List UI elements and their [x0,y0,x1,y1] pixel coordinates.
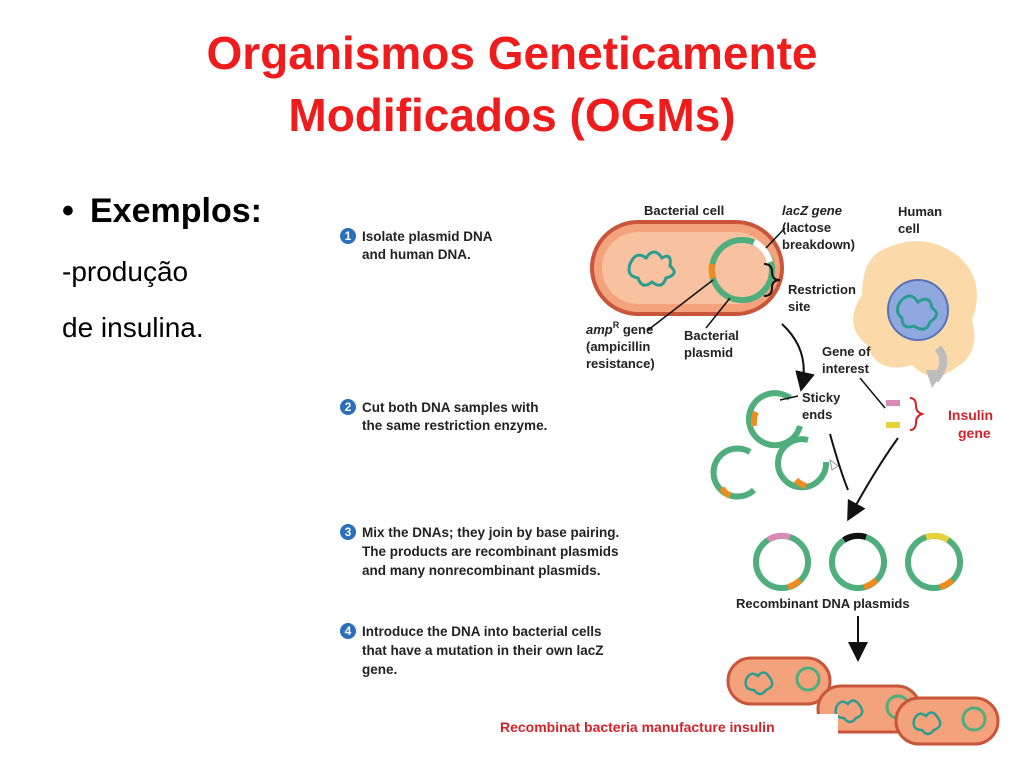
label-bacterial-cell: Bacterial cell [644,203,724,218]
gene-cloning-diagram: 1 Isolate plasmid DNA and human DNA. 2 C… [340,203,1000,746]
gray-arrowhead-icon [926,370,944,388]
step-3-line-2: The products are recombinant plasmids [362,544,619,559]
label-amp-gene: gene [619,322,653,337]
bacterial-chromosome-icon [627,250,676,287]
label-amp-3: resistance) [586,356,655,371]
human-dna-icon [895,294,938,331]
cut-plasmid-right [775,436,839,491]
label-amp-1: ampR gene [586,320,653,337]
recombinant-bacterium-1 [726,656,832,706]
bullet-text: Exemplos: [90,192,262,230]
label-insulin-2: gene [958,425,991,441]
step-1: 1 Isolate plasmid DNA and human DNA. [340,228,493,262]
bullet-heading: • Exemplos: [62,192,262,231]
label-lacz-1: lacZ gene [782,203,842,218]
insulin-fragment-yellow [886,422,900,428]
sticky-pointer [779,395,799,401]
bacterial-cell [590,220,784,316]
recombinant-plasmid-1 [753,532,811,591]
flow-arrow-1 [781,323,815,392]
step-4-number-icon [340,623,356,639]
label-goi-1: Gene of [822,344,871,359]
amp-pointer [647,279,714,331]
recombinant-plasmid-2 [829,532,887,591]
body-line-1: -produção [62,256,189,287]
body-line-2: de insulina. [62,312,204,343]
step-2-line-2: the same restriction enzyme. [362,418,547,433]
step-4: 4 Introduce the DNA into bacterial cells… [340,623,604,677]
label-insulin-1: Insulin [948,407,993,423]
step-4-line-3: gene. [362,662,397,677]
step-3-number-icon [340,524,356,540]
recombinant-plasmid-3 [905,532,963,591]
flow-arrow-2b [829,433,849,491]
recombinant-bacterium-3 [894,696,1000,746]
goi-pointer [859,377,886,409]
label-amp-2: (ampicillin [586,339,650,354]
step-4-line-2: that have a mutation in their own lacZ [362,643,604,658]
bottom-caption: Recombinat bacteria manufacture insulin [500,719,775,735]
step-2-number: 2 [345,400,352,414]
step-4-number: 4 [345,624,352,638]
step-1-line-1: Isolate plasmid DNA [362,229,493,244]
insulin-fragment-pink [886,400,900,406]
caption-backdrop [498,714,838,738]
step-3-line-1: Mix the DNAs; they join by base pairing. [362,525,619,540]
label-goi-2: interest [822,361,870,376]
amp-gene-segment [708,263,716,279]
step-1-number: 1 [345,229,352,243]
title-line-1: Organismos Geneticamente [206,27,818,79]
label-restriction-1: Restriction [788,282,856,297]
label-lacz-3: breakdown) [782,237,855,252]
label-recombinant-plasmids: Recombinant DNA plasmids [736,596,910,611]
lacz-pointer [765,227,786,249]
label-plasmid-2: plasmid [684,345,733,360]
plasmid-pointer [705,297,731,329]
bullet-dot-icon: • [62,192,74,230]
step-4-line-1: Introduce the DNA into bacterial cells [362,624,602,639]
label-plasmid-1: Bacterial [684,328,739,343]
insulin-brace-icon [909,397,926,431]
label-amp-superscript: R [613,320,620,330]
flow-arrow-2 [847,437,899,522]
step-1-line-2: and human DNA. [362,247,471,262]
cut-plasmid-left [710,445,757,500]
step-2: 2 Cut both DNA samples with the same res… [340,399,547,433]
label-human-2: cell [898,221,920,236]
step-2-line-1: Cut both DNA samples with [362,400,539,415]
label-sticky-1: Sticky [802,390,841,405]
human-cell [853,241,977,377]
step-3-number: 3 [345,525,352,539]
step-3-line-3: and many nonrecombinant plasmids. [362,563,601,578]
label-human-1: Human [898,204,942,219]
label-sticky-2: ends [802,407,832,422]
label-amp-name: amp [586,322,613,337]
restriction-brace-icon [763,263,781,297]
cut-plasmid-top [745,390,803,449]
step-2-number-icon [340,399,356,415]
step-3: 3 Mix the DNAs; they join by base pairin… [340,524,619,578]
lacz-gene-segment [752,239,773,263]
slide-title: Organismos Geneticamente Modificados (OG… [0,22,1024,146]
title-line-2: Modificados (OGMs) [288,89,736,141]
step-1-number-icon [340,228,356,244]
label-restriction-2: site [788,299,810,314]
label-lacz-2: (lactose [782,220,831,235]
